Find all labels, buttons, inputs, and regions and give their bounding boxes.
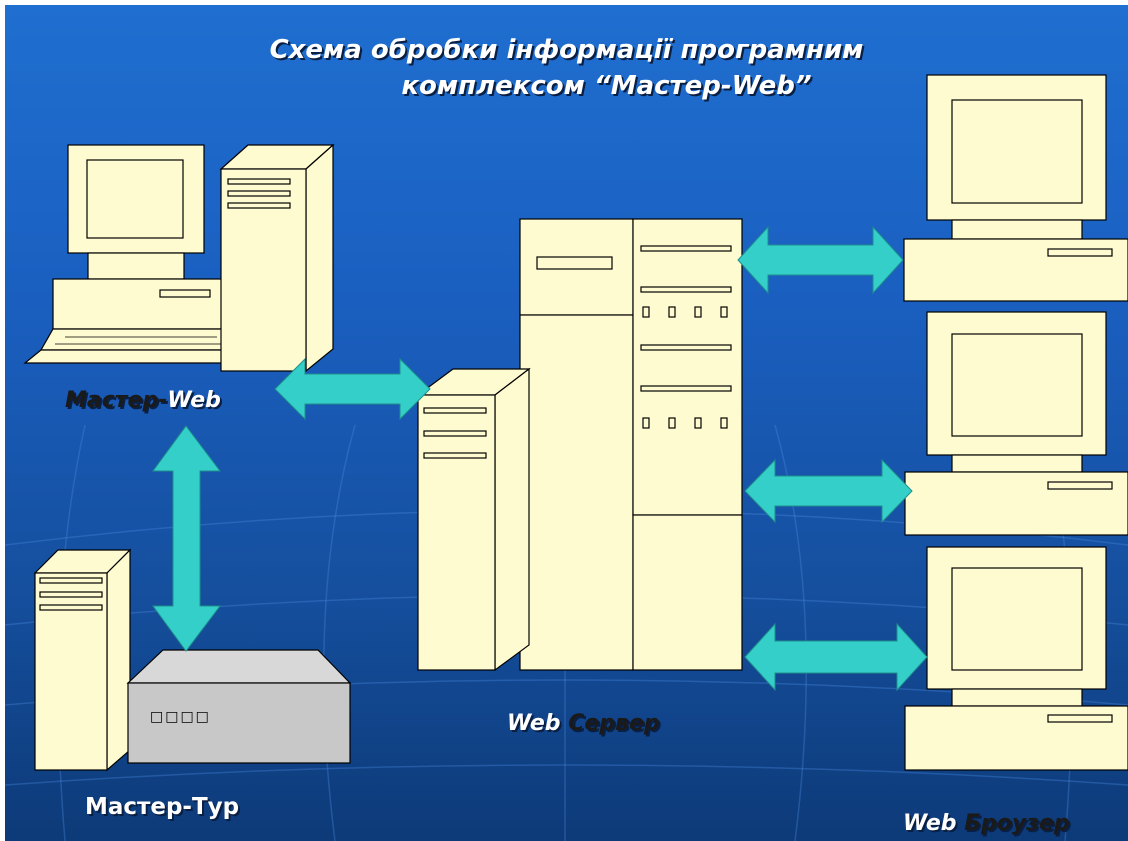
slide: Схема обробки інформації програмним комп… bbox=[5, 5, 1128, 841]
title-line-2: комплексом “Мастер-Web” bbox=[401, 71, 812, 101]
arrow-masterweb-server bbox=[274, 357, 431, 421]
arrow-server-client-1 bbox=[737, 225, 904, 295]
master-tur-server bbox=[33, 548, 352, 772]
label-master-web: Мастер-Web bbox=[65, 388, 221, 413]
web-browser-client-2 bbox=[904, 311, 1128, 536]
label-web-server: Web Сервер bbox=[507, 711, 660, 736]
diagram-canvas bbox=[5, 74, 1128, 841]
web-browser-client-1 bbox=[903, 74, 1128, 302]
web-browser-client-3 bbox=[904, 546, 1128, 771]
label-web-server-part1: Web bbox=[507, 711, 561, 736]
label-master-web-part1: Мастер- bbox=[65, 388, 168, 413]
title-line-1: Схема обробки інформації програмним bbox=[269, 35, 864, 65]
label-master-web-part2: Web bbox=[167, 388, 221, 413]
label-master-tur: Мастер-Тур bbox=[85, 794, 240, 820]
web-server-cluster bbox=[416, 218, 743, 672]
label-web-server-part2: Сервер bbox=[568, 711, 660, 736]
arrow-masterweb-mastertur bbox=[152, 425, 222, 652]
disk-slots: □□□□ bbox=[150, 709, 211, 725]
master-web-workstation bbox=[23, 143, 335, 373]
arrow-server-client-3 bbox=[744, 622, 928, 692]
label-web-browser: Web Броузер bbox=[903, 811, 1070, 836]
label-web-browser-part2: Броузер bbox=[964, 811, 1070, 836]
arrow-server-client-2 bbox=[744, 458, 913, 524]
label-web-browser-part1: Web bbox=[903, 811, 957, 836]
